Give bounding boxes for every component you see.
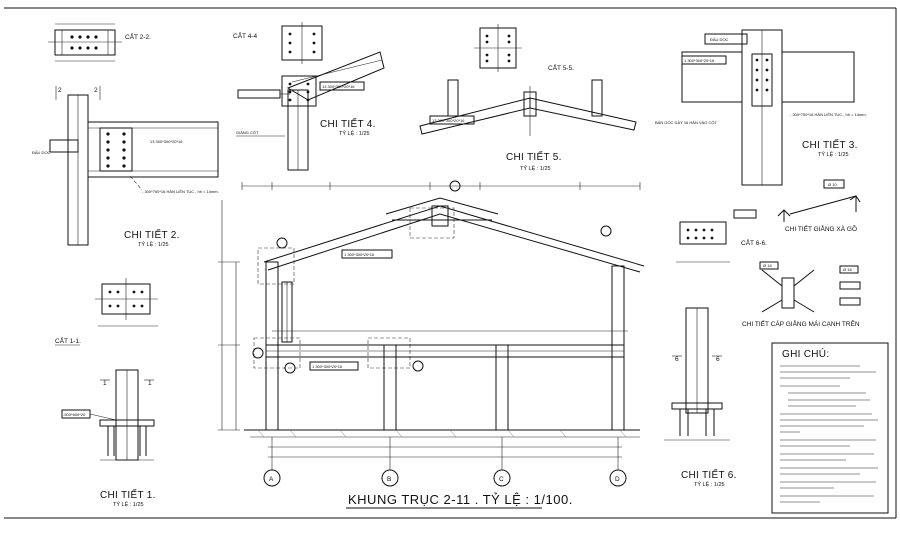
section-2-2: CẮT 2-2.	[48, 23, 151, 62]
detail-5-beam-label: 13 300*300*20*16	[432, 118, 465, 123]
detail-1: 1 1 -500*600*20 CHI TIẾT 1. TỶ LỆ : 1/25	[61, 369, 156, 508]
roof-bracing-detail: Ø 16 Ø 16 CHI TIẾT CÁP GIẰNG MÁI CẠNH TR…	[742, 261, 861, 328]
axis-label-a: A	[269, 476, 274, 483]
axis-bubble-a	[263, 469, 281, 487]
detail-1-plate-label: -500*600*20	[63, 412, 86, 417]
axis-bubble-d	[609, 469, 627, 487]
detail-3-title: CHI TIẾT 3.	[802, 138, 858, 151]
axis-label-b: B	[387, 476, 391, 483]
detail-5-scale: TỶ LỆ : 1/25	[520, 164, 551, 172]
notes-panel: GHI CHÚ:	[771, 342, 889, 514]
notes-heading: GHI CHÚ:	[782, 347, 829, 360]
detail-4-scale: TỶ LỆ : 1/25	[339, 129, 370, 137]
section-6-6: CẮT 6-6.	[676, 209, 767, 263]
detail-3: 1 300*300*20*16 ĐẦU DỌC - 300*750*16 HÀN…	[655, 29, 867, 186]
main-frame: 1 300*300*20*16 1 300*300*20*16	[218, 180, 645, 509]
detail-3-scale: TỶ LỆ : 1/25	[818, 150, 849, 158]
section-4-4-label: CẮT 4-4	[233, 31, 257, 40]
detail-6-title: CHI TIẾT 6.	[681, 468, 737, 481]
section-6-6-label: CẮT 6-6.	[741, 238, 767, 247]
detail-1-title: CHI TIẾT 1.	[100, 488, 156, 501]
svg-text:2: 2	[58, 87, 62, 94]
detail-5: 13 300*300*20*16 CHI TIẾT 5. TỶ LỆ : 1/2…	[419, 79, 637, 172]
svg-text:2: 2	[94, 87, 98, 94]
section-5-5-label: CẮT 5-5.	[548, 63, 574, 72]
purlin-brace-detail: Ø 10 CHI TIẾT GIẰNG XÀ GỒ	[777, 179, 861, 233]
roof-bracing-label-1: Ø 16	[763, 263, 772, 268]
axis-bubble-b	[381, 469, 399, 487]
axis-label-d: D	[615, 476, 620, 483]
detail-2-beam-label: 13 300*300*20*16	[150, 139, 183, 144]
axis-bubble-c	[493, 469, 511, 487]
svg-text:6: 6	[675, 356, 679, 363]
detail-3-plate-label: - 300*750*16 HÀN LIÊN TỤC , hh = 14mm.	[790, 112, 867, 117]
detail-2: 2 2 - 300*750*16 HÀN LIÊN TỤC , hh = 14m…	[32, 86, 219, 248]
frame-floor-beam-label: 1 300*300*20*16	[312, 364, 343, 369]
detail-3-beam-label: 1 300*300*20*16	[684, 58, 715, 63]
detail-2-title: CHI TIẾT 2.	[124, 228, 180, 241]
detail-1-scale: TỶ LỆ : 1/25	[113, 500, 144, 508]
section-5-5: CẮT 5-5.	[474, 24, 574, 72]
detail-4-title: CHI TIẾT 4.	[320, 117, 376, 130]
section-1-1: CẮT 1-1.	[55, 278, 158, 346]
detail-4: 13 300*300*20*16 GIẰNG CỘT CHI TIẾT 4. T…	[236, 51, 385, 171]
detail-6: 6 6 CHI TIẾT 6. TỶ LỆ : 1/25	[664, 307, 737, 488]
notes-text-lines	[780, 365, 878, 503]
detail-5-title: CHI TIẾT 5.	[506, 150, 562, 163]
detail-6-scale: TỶ LỆ : 1/25	[694, 480, 725, 488]
svg-text:1: 1	[148, 380, 152, 387]
detail-2-scale: TỶ LỆ : 1/25	[138, 240, 169, 248]
detail-2-plate-label: - 300*750*16 HÀN LIÊN TỤC , hh = 14mm.	[142, 189, 219, 194]
purlin-brace-label: Ø 10	[828, 182, 837, 187]
detail-2-stiffener-label: ĐẦU DỌC	[32, 150, 51, 155]
detail-4-beam-label: 13 300*300*20*16	[322, 84, 355, 89]
roof-bracing-title: CHI TIẾT CÁP GIẰNG MÁI CẠNH TRÊN	[742, 318, 860, 328]
detail-3-gusset-label: BẢN GÓC DÀY 16 HÀN VÀO CỘT	[655, 120, 717, 125]
section-4-4: CẮT 4-4	[233, 22, 323, 64]
detail-4-brace-label: GIẰNG CỘT	[236, 130, 259, 135]
section-2-2-label: CẮT 2-2.	[125, 32, 151, 41]
frame-roof-beam-label: 1 300*300*20*16	[344, 252, 375, 257]
axis-label-c: C	[499, 476, 504, 483]
detail-3-stiffener-label: ĐẦU DỌC	[710, 37, 729, 42]
roof-bracing-label-2: Ø 16	[843, 267, 852, 272]
section-1-1-label: CẮT 1-1.	[55, 336, 81, 345]
svg-text:6: 6	[716, 356, 720, 363]
frame-title: KHUNG TRỤC 2-11 . TỶ LỆ : 1/100.	[348, 492, 573, 507]
notes-box	[771, 342, 889, 514]
svg-text:1: 1	[103, 380, 107, 387]
purlin-brace-title: CHI TIẾT GIẰNG XÀ GỒ	[785, 223, 857, 233]
